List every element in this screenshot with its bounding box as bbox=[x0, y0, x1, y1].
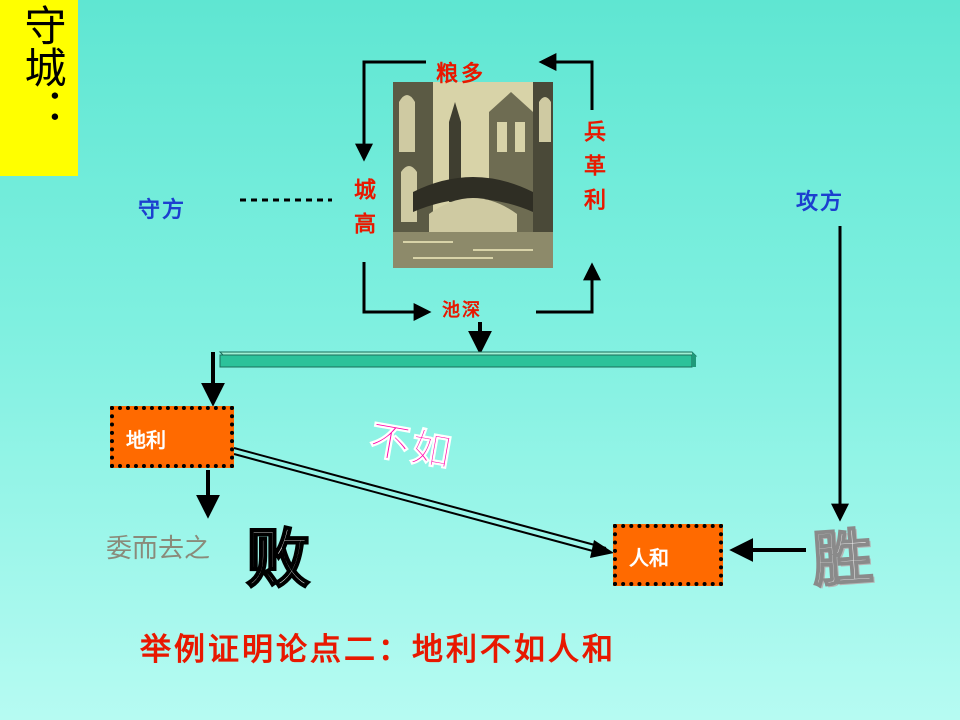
label-bai: 败 bbox=[245, 521, 311, 598]
label-binggeli: 兵革利 bbox=[580, 120, 605, 222]
bar-front-face bbox=[219, 354, 693, 368]
box-dili-label: 地利 bbox=[126, 428, 166, 452]
arrow-liangduo-to-chenggao bbox=[355, 60, 426, 162]
label-liangduo: 粮多 bbox=[436, 62, 487, 87]
box-renhe: 人和 bbox=[613, 524, 723, 586]
bar-end-face bbox=[692, 352, 696, 367]
label-gongfang: 攻方 bbox=[796, 190, 845, 215]
label-sheng: 胜 bbox=[809, 521, 876, 597]
box-renhe-label: 人和 bbox=[629, 546, 669, 570]
arrow-chenggao-to-chishen bbox=[362, 262, 432, 321]
arrow-dili-to-renhe-a bbox=[233, 447, 607, 549]
label-weierquzhi: 委而去之 bbox=[106, 534, 211, 564]
arrow-dili-to-renhe-head bbox=[590, 540, 614, 558]
label-shoufang: 守方 bbox=[138, 198, 187, 223]
title-box bbox=[0, 0, 78, 176]
conclusion-text: 举例证明论点二：地利不如人和 bbox=[140, 632, 616, 668]
box-dili: 地利 bbox=[110, 406, 234, 468]
label-chenggao: 城高 bbox=[350, 178, 375, 246]
arrow-dili-to-renhe-b bbox=[233, 453, 605, 555]
arrow-bingge-to-liangduo bbox=[538, 53, 594, 110]
city-image bbox=[393, 82, 553, 268]
city-bridge-illustration bbox=[393, 82, 553, 268]
label-chishen: 池深 bbox=[442, 300, 482, 321]
arrow-chishen-to-bingge bbox=[536, 262, 601, 314]
slide-title: 守城： bbox=[18, 4, 67, 130]
